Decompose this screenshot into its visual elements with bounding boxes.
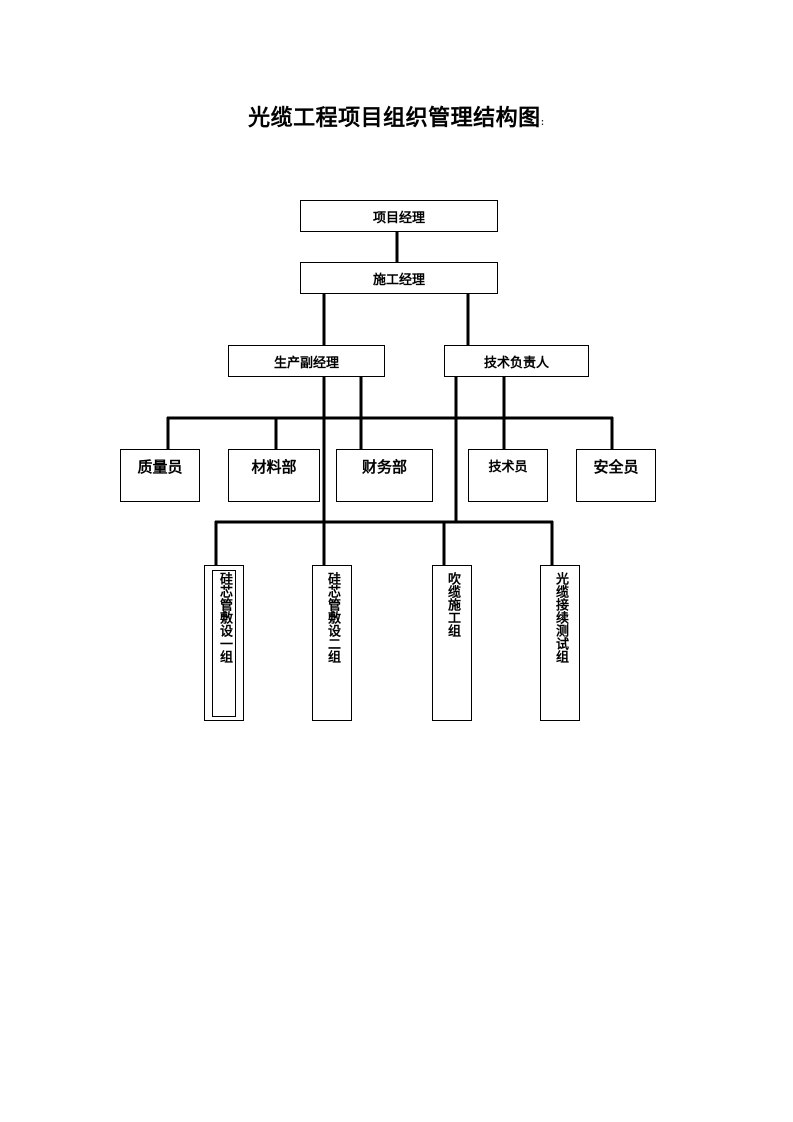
title-text: 光缆工程项目组织管理结构图	[248, 105, 541, 131]
node-label: 项目经理	[372, 210, 425, 226]
node-quality-officer: 质量员	[120, 449, 200, 502]
group1-inner-frame	[212, 570, 236, 717]
node-label: 安全员	[593, 458, 639, 476]
node-finance-dept: 财务部	[336, 449, 433, 502]
node-project-manager: 项目经理	[300, 200, 498, 232]
node-label: 材料部	[251, 458, 297, 476]
node-label: 硅芯管敷设一组	[217, 572, 232, 663]
node-technical-lead: 技术负责人	[444, 345, 589, 377]
node-group3: 吹缆施工组	[432, 565, 472, 721]
title-colon: :	[540, 115, 545, 128]
node-label: 光缆接续测试组	[553, 572, 568, 663]
node-label: 生产副经理	[273, 355, 339, 371]
node-label: 财务部	[361, 458, 407, 476]
node-production-deputy: 生产副经理	[228, 345, 385, 377]
node-technician: 技术员	[468, 449, 548, 502]
page-title: 光缆工程项目组织管理结构图:	[0, 100, 793, 132]
node-label: 技术负责人	[483, 355, 549, 371]
node-label: 硅芯管敷设二组	[325, 572, 340, 663]
node-materials-dept: 材料部	[228, 449, 320, 502]
node-safety-officer: 安全员	[576, 449, 656, 502]
node-construction-manager: 施工经理	[300, 262, 498, 294]
node-label: 质量员	[137, 458, 183, 476]
node-group1: 硅芯管敷设一组	[204, 565, 244, 721]
node-group2: 硅芯管敷设二组	[312, 565, 352, 721]
node-label: 技术员	[488, 460, 528, 475]
node-label: 施工经理	[372, 272, 425, 288]
node-label: 吹缆施工组	[445, 572, 460, 637]
node-group4: 光缆接续测试组	[540, 565, 580, 721]
